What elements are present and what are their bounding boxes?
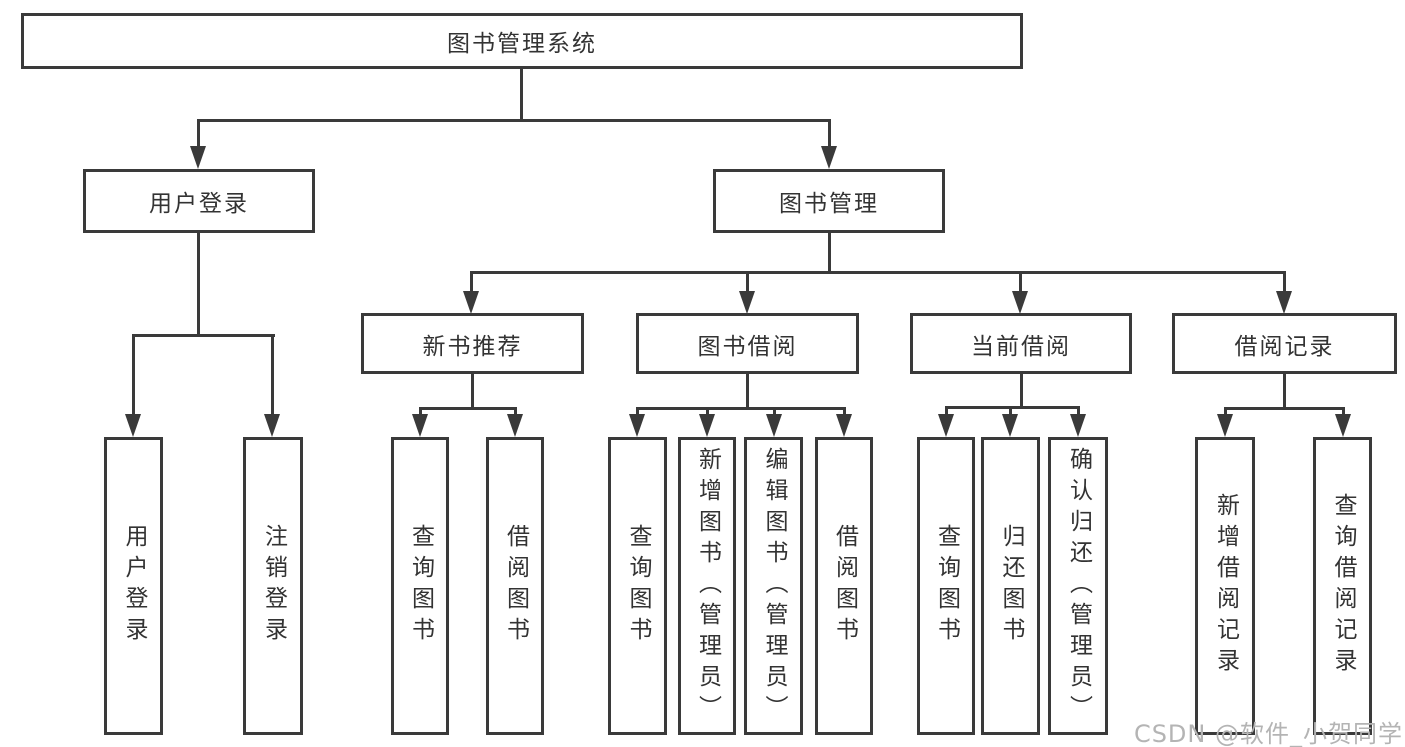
connector-line <box>1077 406 1080 417</box>
connector-line <box>471 374 474 410</box>
leaf-edit-book-admin: 编辑图书（管理员） <box>744 437 803 735</box>
arrowhead-icon <box>629 414 645 437</box>
connector-line <box>636 407 846 410</box>
connector-line <box>1020 374 1023 409</box>
leaf-query-borrow-record-label: 查询借阅记录 <box>1330 493 1356 679</box>
leaf-edit-book-admin-label: 编辑图书（管理员） <box>761 446 787 726</box>
connector-line <box>514 407 517 417</box>
node-book-borrowing-label: 图书借阅 <box>697 333 798 360</box>
arrowhead-icon <box>1012 291 1028 314</box>
connector-line <box>197 119 831 122</box>
leaf-return-book-label: 归还图书 <box>998 524 1024 648</box>
connector-line <box>1224 407 1227 417</box>
connector-line <box>197 119 200 150</box>
connector-line <box>945 406 948 417</box>
arrowhead-icon <box>766 414 782 437</box>
connector-line <box>1009 406 1012 417</box>
leaf-borrow-books-borrowing-label: 借阅图书 <box>831 524 858 648</box>
connector-line <box>1283 374 1286 410</box>
connector-line <box>132 334 275 337</box>
leaf-user-login: 用户登录 <box>104 437 163 735</box>
leaf-borrow-books-recommend-label: 借阅图书 <box>502 524 529 648</box>
node-book-management-label: 图书管理 <box>779 191 879 217</box>
leaf-query-books-current: 查询图书 <box>917 437 975 735</box>
connector-line <box>271 334 274 418</box>
leaf-borrow-books-borrowing: 借阅图书 <box>815 437 873 735</box>
node-borrowing-records-label: 借阅记录 <box>1234 333 1335 360</box>
connector-line <box>1224 407 1345 410</box>
connector-line <box>132 334 135 418</box>
connector-line <box>746 374 749 410</box>
watermark: CSDN @软件_小贺同学 <box>1133 720 1403 747</box>
connector-line <box>197 233 200 337</box>
leaf-add-borrow-record-label: 新增借阅记录 <box>1212 493 1239 679</box>
leaf-logout: 注销登录 <box>243 437 303 735</box>
connector-line <box>419 407 422 417</box>
arrowhead-icon <box>836 414 852 437</box>
arrowhead-icon <box>125 414 141 437</box>
leaf-query-books-recommend-label: 查询图书 <box>407 524 434 648</box>
arrowhead-icon <box>739 291 755 314</box>
leaf-confirm-return-admin-label: 确认归还（管理员） <box>1065 446 1092 726</box>
arrowhead-icon <box>699 414 715 437</box>
connector-line <box>843 407 846 417</box>
node-current-borrowing: 当前借阅 <box>910 313 1132 374</box>
leaf-user-login-label: 用户登录 <box>121 524 147 648</box>
connector-line <box>636 407 639 417</box>
node-book-management: 图书管理 <box>713 169 945 233</box>
connector-line <box>945 406 1080 409</box>
leaf-return-book: 归还图书 <box>981 437 1040 735</box>
connector-line <box>470 271 473 293</box>
arrowhead-icon <box>1276 291 1292 314</box>
leaf-borrow-books-recommend: 借阅图书 <box>486 437 544 735</box>
arrowhead-icon <box>1070 414 1086 437</box>
node-new-book-recommend-label: 新书推荐 <box>422 333 523 360</box>
connector-line <box>746 271 749 293</box>
leaf-logout-label: 注销登录 <box>260 524 287 648</box>
arrowhead-icon <box>507 414 523 437</box>
leaf-add-book-admin: 新增图书（管理员） <box>678 437 736 735</box>
leaf-query-books-borrowing: 查询图书 <box>608 437 667 735</box>
connector-line <box>470 271 1286 274</box>
arrowhead-icon <box>463 291 479 314</box>
node-root-label: 图书管理系统 <box>447 31 597 57</box>
leaf-confirm-return-admin: 确认归还（管理员） <box>1048 437 1108 735</box>
connector-line <box>828 119 831 150</box>
arrowhead-icon <box>412 414 428 437</box>
arrowhead-icon <box>1335 414 1351 437</box>
leaf-query-books-borrowing-label: 查询图书 <box>625 524 651 648</box>
node-new-book-recommend: 新书推荐 <box>361 313 584 374</box>
connector-line <box>828 233 831 274</box>
arrowhead-icon <box>1217 414 1233 437</box>
arrowhead-icon <box>190 146 206 169</box>
node-root: 图书管理系统 <box>21 13 1023 69</box>
connector-line <box>1283 271 1286 293</box>
connector-line <box>520 69 523 122</box>
arrowhead-icon <box>264 414 280 437</box>
leaf-query-books-current-label: 查询图书 <box>933 524 960 648</box>
node-user-login: 用户登录 <box>83 169 315 233</box>
node-book-borrowing: 图书借阅 <box>636 313 859 374</box>
connector-line <box>419 407 517 410</box>
node-user-login-label: 用户登录 <box>149 191 249 217</box>
arrowhead-icon <box>821 146 837 169</box>
leaf-query-borrow-record: 查询借阅记录 <box>1313 437 1372 735</box>
leaf-add-borrow-record: 新增借阅记录 <box>1195 437 1255 735</box>
connector-line <box>1342 407 1345 417</box>
connector-line <box>706 407 709 417</box>
connector-line <box>1019 271 1022 293</box>
arrowhead-icon <box>938 414 954 437</box>
node-borrowing-records: 借阅记录 <box>1172 313 1397 374</box>
node-current-borrowing-label: 当前借阅 <box>971 333 1071 360</box>
arrowhead-icon <box>1002 414 1018 437</box>
leaf-add-book-admin-label: 新增图书（管理员） <box>694 446 721 726</box>
connector-line <box>773 407 776 417</box>
leaf-query-books-recommend: 查询图书 <box>391 437 449 735</box>
